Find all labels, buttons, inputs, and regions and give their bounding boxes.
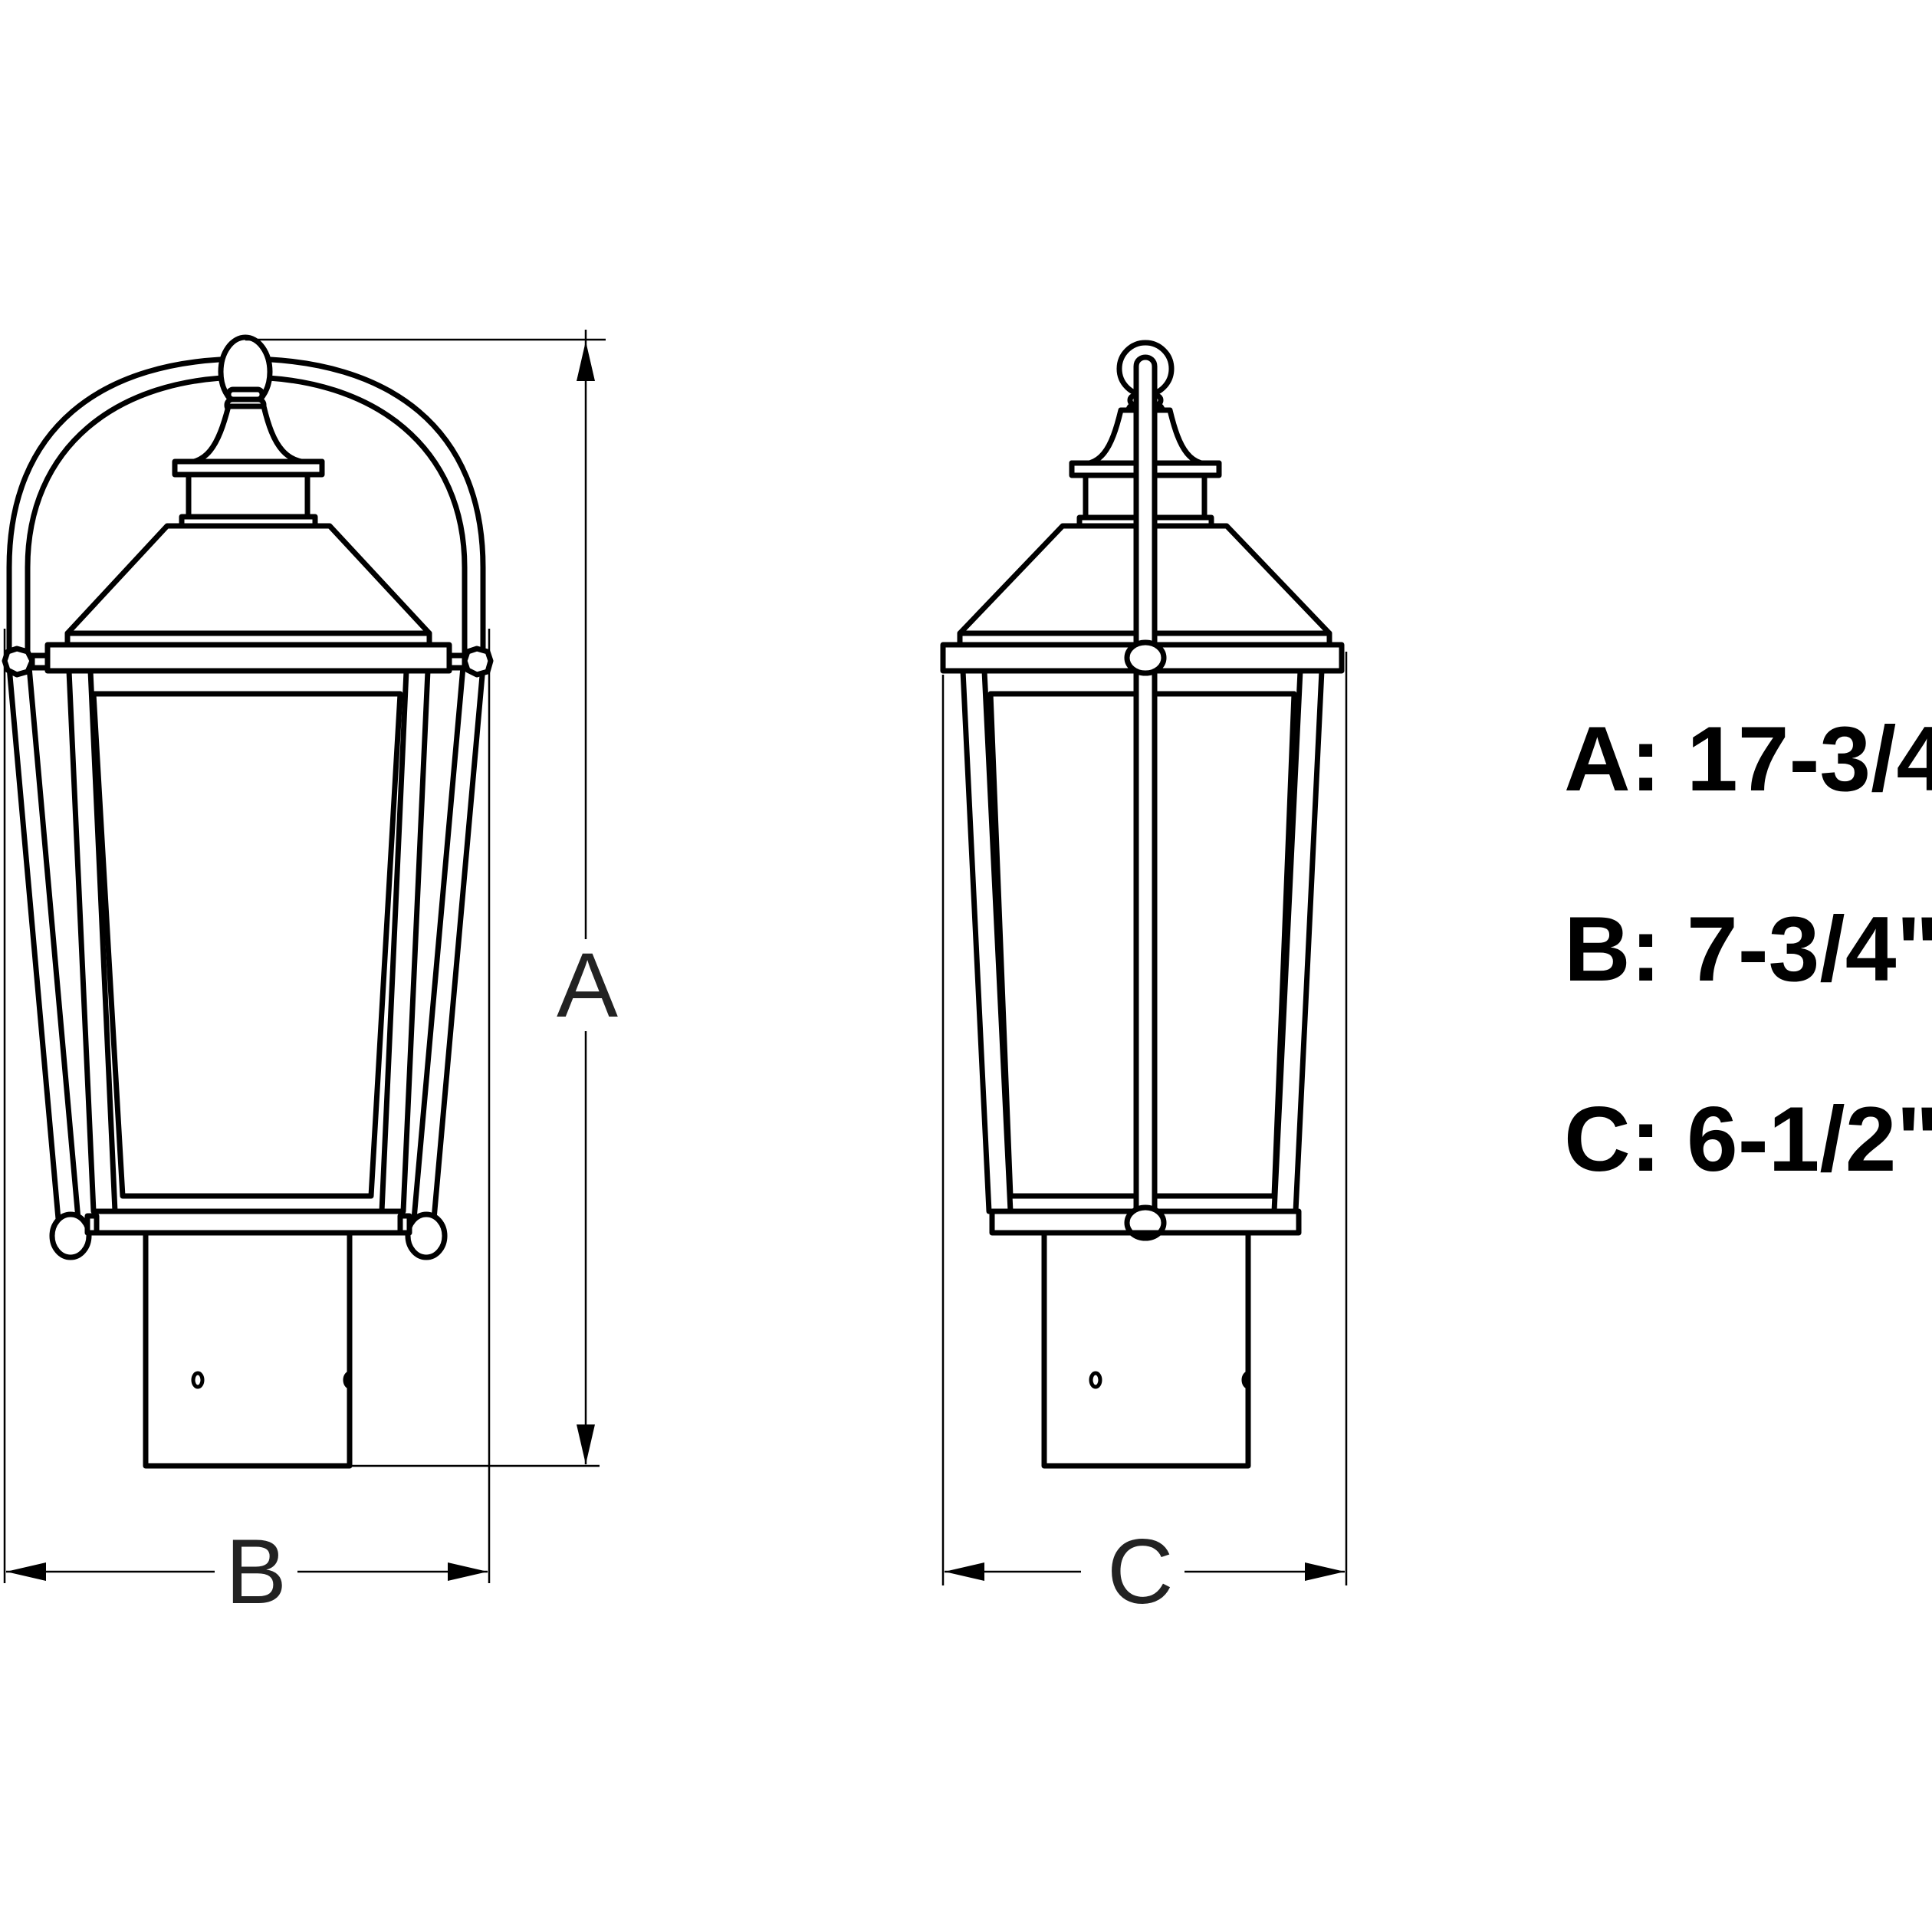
dimension-label-b: B (215, 1526, 298, 1618)
lantern-roof (64, 523, 432, 636)
handle-rod (1133, 354, 1158, 1228)
spec-height: A: 17-3/4" (1564, 708, 1932, 810)
dimension-label-a: A (546, 939, 629, 1031)
spec-width: B: 7-3/4" (1564, 898, 1932, 1001)
bottom-frame-band (92, 1208, 405, 1236)
front-view-lantern (2, 334, 494, 1469)
side-view-lantern (940, 340, 1345, 1469)
dimension-label-c: C (1096, 1526, 1184, 1618)
bell-cap (173, 403, 325, 465)
dimension-a-line (245, 330, 606, 1467)
dimension-spec-list: A: 17-3/4" B: 7-3/4" C: 6-1/2" (1564, 713, 1932, 1283)
post-adapter (143, 1230, 353, 1469)
top-frame-band (44, 642, 452, 674)
glass-panel (90, 691, 403, 1199)
dimension-b-line (3, 629, 491, 1583)
post-adapter (1041, 1230, 1251, 1469)
spec-depth: C: 6-1/2" (1564, 1088, 1932, 1191)
